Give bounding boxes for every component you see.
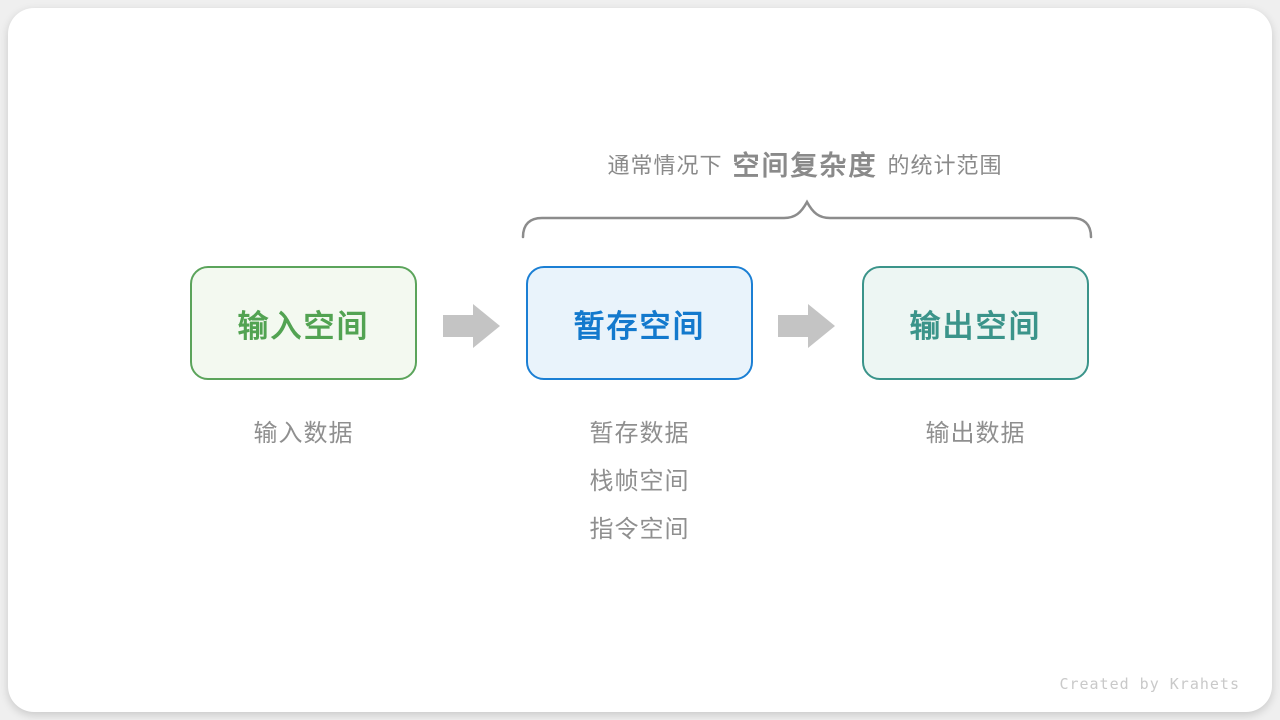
scope-annotation: 通常情况下空间复杂度的统计范围 — [405, 144, 1205, 183]
stack-frame-space-label: 栈帧空间 — [589, 468, 690, 495]
instruction-space-label: 指令空间 — [589, 516, 690, 543]
temp-space-label: 暂存空间 — [573, 308, 706, 344]
annotation-highlight: 空间复杂度 — [732, 151, 878, 181]
output-space-label: 输出空间 — [909, 308, 1042, 344]
input-space-label: 输入空间 — [237, 308, 370, 344]
annotation-suffix: 的统计范围 — [887, 153, 1003, 178]
curly-brace-icon — [521, 199, 1093, 239]
arrow-right-icon — [778, 304, 835, 348]
output-space-box: 输出空间 — [862, 266, 1089, 380]
temp-data-labels: 暂存数据 栈帧空间 指令空间 — [526, 410, 753, 554]
output-data-label: 输出数据 — [925, 420, 1026, 447]
credit-text: Created by Krahets — [1059, 675, 1240, 693]
input-data-label: 输入数据 — [253, 420, 354, 447]
temp-data-label: 暂存数据 — [589, 420, 690, 447]
temp-space-box: 暂存空间 — [526, 266, 753, 380]
input-space-box: 输入空间 — [190, 266, 417, 380]
annotation-prefix: 通常情况下 — [607, 153, 723, 178]
arrow-right-icon — [443, 304, 500, 348]
